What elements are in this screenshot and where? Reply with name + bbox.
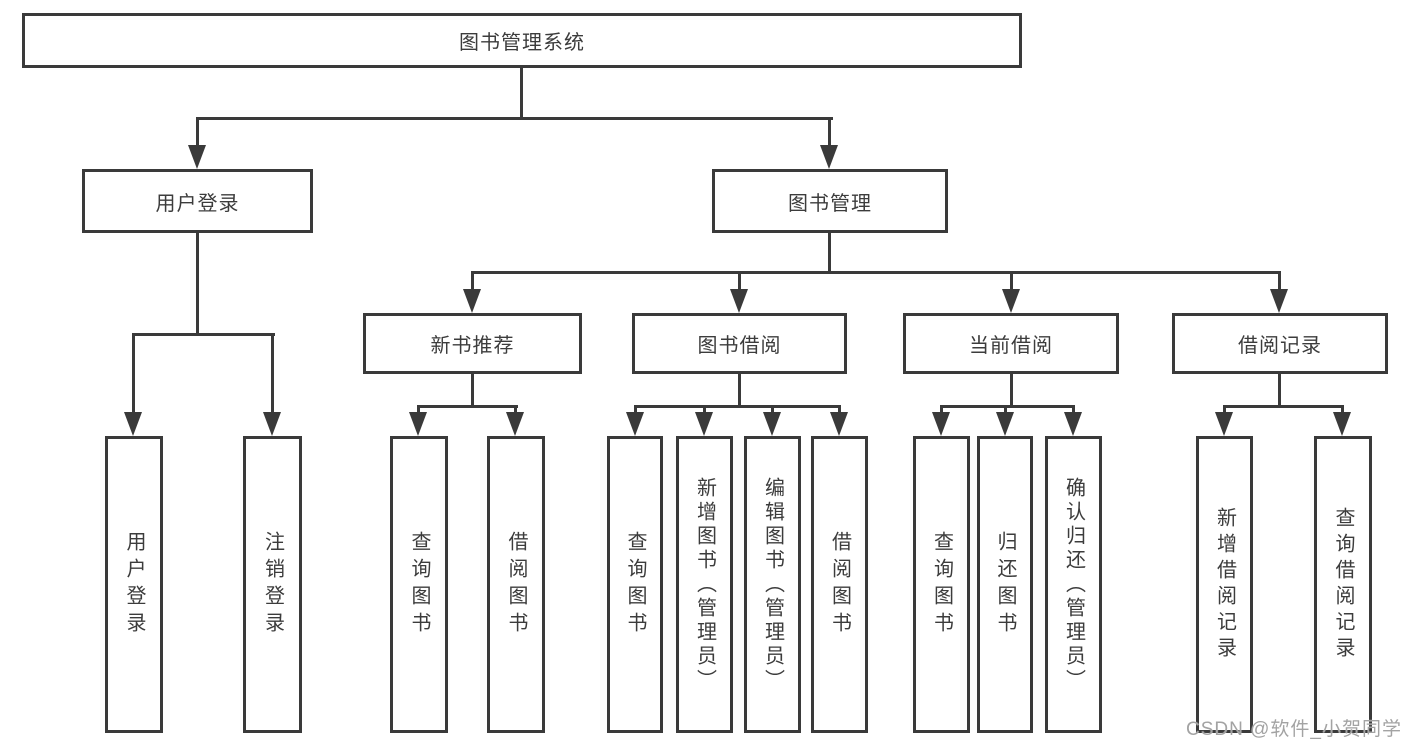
- leaf-user-login: 用户登录: [105, 436, 163, 733]
- arrow-down-icon: [1333, 412, 1351, 436]
- arrow-down-icon: [1064, 412, 1082, 436]
- connector-line: [132, 336, 135, 414]
- arrow-down-icon: [932, 412, 950, 436]
- csdn-watermark: CSDN @软件_小贺同学: [1186, 719, 1402, 740]
- arrow-down-icon: [820, 145, 838, 169]
- leaf-return-books: 归还图书: [977, 436, 1033, 733]
- connector-line: [1223, 405, 1344, 408]
- connector-line: [417, 405, 518, 408]
- arrow-down-icon: [695, 412, 713, 436]
- connector-line: [1278, 374, 1281, 408]
- node-current-borrowing-label: 当前借阅: [969, 335, 1053, 357]
- connector-line: [132, 333, 275, 336]
- node-new-book-recommend: 新书推荐: [363, 313, 582, 374]
- connector-line: [196, 233, 199, 336]
- node-book-borrowing: 图书借阅: [632, 313, 847, 374]
- connector-line: [471, 374, 474, 408]
- leaf-query-books-current: 查询图书: [913, 436, 970, 733]
- connector-line: [828, 233, 831, 273]
- node-borrowing-records-label: 借阅记录: [1238, 335, 1322, 357]
- connector-line: [1010, 274, 1013, 291]
- node-library-system-label: 图书管理系统: [459, 32, 585, 54]
- arrow-down-icon: [124, 412, 142, 436]
- connector-line: [196, 117, 833, 120]
- leaf-query-books-borrowing-label: 查询图书: [624, 530, 646, 639]
- connector-line: [634, 405, 841, 408]
- connector-line: [940, 405, 1075, 408]
- node-borrowing-records: 借阅记录: [1172, 313, 1388, 374]
- arrow-down-icon: [763, 412, 781, 436]
- leaf-add-books-admin: 新增图书（管理员）: [676, 436, 733, 733]
- node-book-management-label: 图书管理: [788, 192, 872, 215]
- arrow-down-icon: [830, 412, 848, 436]
- connector-line: [471, 271, 1281, 274]
- node-library-system: 图书管理系统: [22, 13, 1022, 68]
- arrow-down-icon: [730, 289, 748, 313]
- arrow-down-icon: [1270, 289, 1288, 313]
- connector-line: [738, 374, 741, 408]
- arrow-down-icon: [506, 412, 524, 436]
- leaf-borrow-books-borrowing-label: 借阅图书: [828, 530, 851, 639]
- leaf-user-login-label: 用户登录: [123, 530, 145, 639]
- leaf-logout: 注销登录: [243, 436, 302, 733]
- arrow-down-icon: [263, 412, 281, 436]
- leaf-query-books-recommend: 查询图书: [390, 436, 448, 733]
- arrow-down-icon: [409, 412, 427, 436]
- connector-line: [520, 68, 523, 119]
- leaf-query-books-current-label: 查询图书: [930, 530, 953, 639]
- leaf-borrow-books-recommend: 借阅图书: [487, 436, 545, 733]
- node-book-borrowing-label: 图书借阅: [697, 335, 782, 357]
- arrow-down-icon: [1215, 412, 1233, 436]
- leaf-query-books-borrowing: 查询图书: [607, 436, 663, 733]
- arrow-down-icon: [188, 145, 206, 169]
- leaf-borrow-books-borrowing: 借阅图书: [811, 436, 868, 733]
- leaf-return-books-label: 归还图书: [994, 530, 1016, 639]
- leaf-add-borrow-record: 新增借阅记录: [1196, 436, 1253, 733]
- leaf-query-books-recommend-label: 查询图书: [408, 530, 430, 639]
- node-user-login-label: 用户登录: [155, 192, 240, 215]
- connector-line: [1010, 374, 1013, 408]
- node-book-management: 图书管理: [712, 169, 948, 233]
- connector-line: [471, 274, 474, 291]
- connector-line: [271, 336, 274, 414]
- arrow-down-icon: [463, 289, 481, 313]
- leaf-confirm-return-admin-label: 确认归还（管理员）: [1062, 476, 1085, 693]
- node-current-borrowing: 当前借阅: [903, 313, 1119, 374]
- leaf-confirm-return-admin: 确认归还（管理员）: [1045, 436, 1102, 733]
- leaf-edit-books-admin: 编辑图书（管理员）: [744, 436, 801, 733]
- arrow-down-icon: [996, 412, 1014, 436]
- node-new-book-recommend-label: 新书推荐: [430, 335, 515, 357]
- leaf-borrow-books-recommend-label: 借阅图书: [505, 530, 527, 639]
- node-user-login: 用户登录: [82, 169, 313, 233]
- leaf-query-borrow-record-label: 查询借阅记录: [1332, 506, 1354, 663]
- connector-line: [196, 120, 199, 149]
- connector-line: [738, 274, 741, 291]
- leaf-add-books-admin-label: 新增图书（管理员）: [693, 476, 716, 693]
- connector-line: [828, 120, 831, 149]
- leaf-add-borrow-record-label: 新增借阅记录: [1213, 506, 1236, 663]
- connector-line: [1278, 274, 1281, 291]
- arrow-down-icon: [1002, 289, 1020, 313]
- leaf-edit-books-admin-label: 编辑图书（管理员）: [761, 476, 784, 693]
- leaf-query-borrow-record: 查询借阅记录: [1314, 436, 1372, 733]
- leaf-logout-label: 注销登录: [261, 530, 284, 639]
- arrow-down-icon: [626, 412, 644, 436]
